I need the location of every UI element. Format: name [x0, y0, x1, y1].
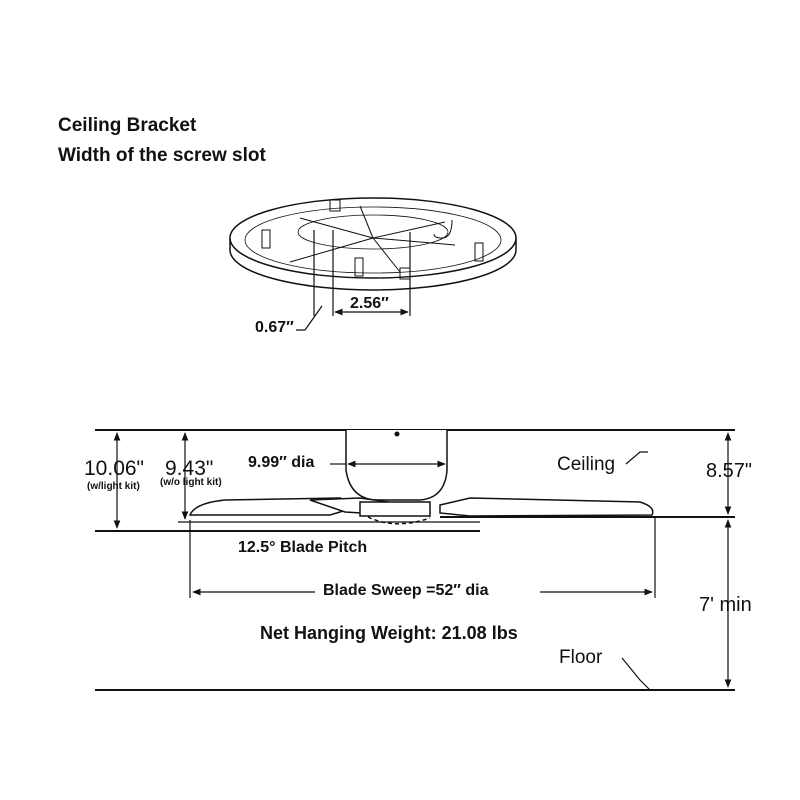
ceiling-label: Ceiling: [557, 454, 616, 475]
slot-spacing-label: 2.56″: [350, 295, 389, 312]
blade-sweep-label: Blade Sweep =52″ dia: [323, 582, 489, 599]
ceiling-to-blade-label: 8.57": [706, 460, 753, 482]
canopy-diameter-label: 9.99″ dia: [248, 454, 315, 471]
bracket-subtitle: Width of the screw slot: [58, 145, 266, 166]
ceiling-fan: [188, 430, 654, 525]
slot-width-label: 0.67″: [255, 319, 294, 336]
bracket-title: Ceiling Bracket: [58, 115, 197, 136]
min-clearance-label: 7' min: [699, 594, 752, 616]
floor-label: Floor: [559, 647, 603, 668]
without-light-kit-label: (w/o light kit): [160, 477, 222, 488]
height-without-light: 9.43": [165, 457, 214, 480]
net-weight-label: Net Hanging Weight: 21.08 lbs: [260, 623, 518, 643]
blade-pitch-label: 12.5° Blade Pitch: [238, 539, 368, 556]
height-with-light: 10.06": [84, 457, 145, 480]
slot-dimension-lines: [296, 230, 411, 331]
with-light-kit-label: (w/light kit): [87, 481, 140, 492]
ceiling-bracket: [229, 197, 517, 291]
